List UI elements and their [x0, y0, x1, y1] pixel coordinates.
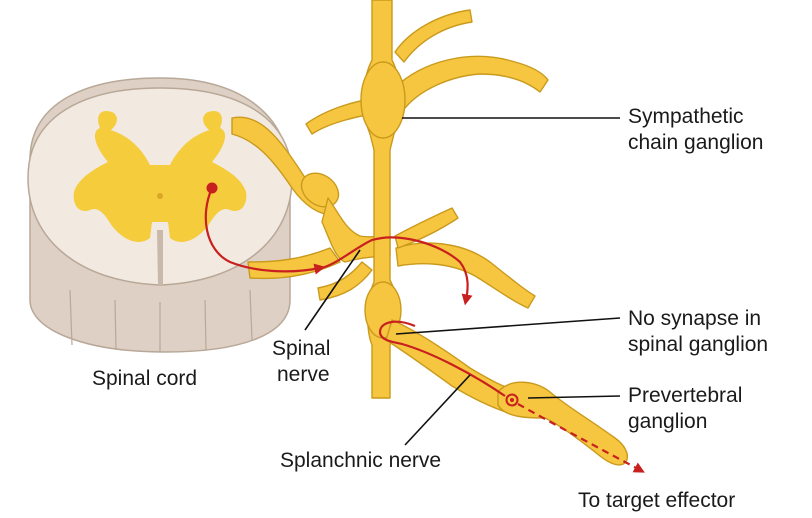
- neuron-axon: [204, 187, 326, 275]
- leader-spinal-nerve: [304, 249, 361, 331]
- leader-lines: [304, 117, 621, 446]
- middle-branch-right: [395, 242, 536, 309]
- label-sympathetic-chain-ganglion-line2: chain ganglion: [628, 131, 763, 154]
- label-splanchnic-nerve: Splanchnic nerve: [280, 449, 441, 472]
- label-prevertebral-ganglion-line1: Prevertebral: [628, 384, 742, 407]
- synapse-marker: [505, 393, 519, 407]
- axon-through-chain: [321, 236, 473, 306]
- sympathetic-chain-ganglion: [360, 61, 406, 139]
- spinal-cord: [27, 77, 293, 353]
- upper-branch-top: [394, 9, 473, 63]
- postganglionic-axon-dashed: [517, 403, 645, 473]
- upper-branch-right: [394, 55, 549, 109]
- preganglionic-neuron: [204, 182, 645, 473]
- label-prevertebral-ganglion-line2: ganglion: [628, 410, 707, 433]
- label-no-synapse-line1: No synapse in: [628, 307, 761, 330]
- label-spinal-nerve-line2: nerve: [277, 363, 330, 386]
- label-spinal-cord: Spinal cord: [92, 367, 197, 390]
- labels: Sympathetic chain ganglion No synapse in…: [92, 105, 768, 512]
- leader-no-synapse: [395, 317, 621, 335]
- grey-matter: [73, 128, 247, 242]
- dorsal-root-ganglion: [300, 172, 340, 208]
- label-spinal-nerve-line1: Spinal: [272, 337, 330, 360]
- label-sympathetic-chain-ganglion-line1: Sympathetic: [628, 105, 744, 128]
- median-fissure: [157, 230, 163, 285]
- axon-no-synapse-loop: [378, 320, 506, 397]
- label-no-synapse-line2: spinal ganglion: [628, 333, 768, 356]
- nerve-structures: [231, 0, 629, 466]
- label-to-target-effector: To target effector: [578, 489, 735, 512]
- leader-prevertebral-ganglion: [527, 395, 621, 399]
- middle-branch-up: [394, 207, 459, 249]
- leader-splanchnic-nerve: [404, 374, 471, 446]
